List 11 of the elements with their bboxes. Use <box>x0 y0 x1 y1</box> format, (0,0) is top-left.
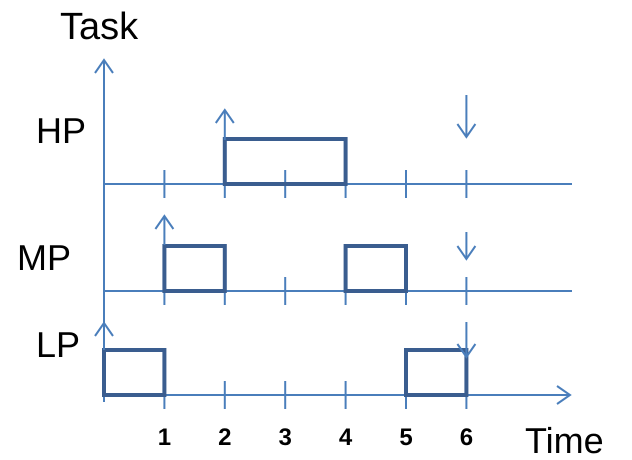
tick-label: 2 <box>218 426 232 450</box>
row-label: HP <box>36 113 86 149</box>
tick-label: 5 <box>399 426 413 450</box>
tick-label: 4 <box>338 426 352 450</box>
tick-label: 1 <box>158 426 172 450</box>
axis-label: Task <box>60 8 138 46</box>
tick-label: 3 <box>278 426 292 450</box>
row-label: MP <box>17 240 71 276</box>
row-label: LP <box>36 327 80 363</box>
axis-label: Time <box>525 423 604 459</box>
tick-label: 6 <box>460 426 474 450</box>
